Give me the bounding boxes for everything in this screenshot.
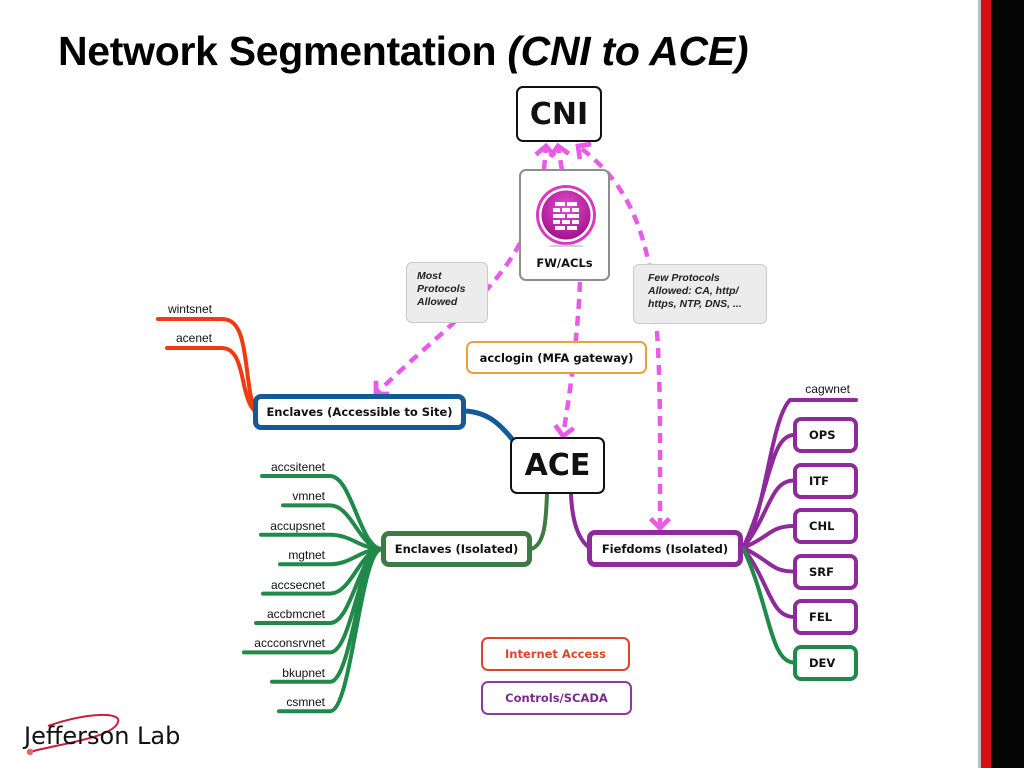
isolated-leaf-lines <box>242 474 384 714</box>
ace-label: ACE <box>524 448 591 483</box>
line-acenet <box>165 346 258 414</box>
fiefdoms-label: Fiefdoms (Isolated) <box>601 541 729 556</box>
fiefdom-box-dev[interactable]: DEV <box>793 644 858 681</box>
note-most-protocols: Most Protocols Allowed <box>406 262 488 323</box>
leaf-accconsrvnet: accconsrvnet <box>254 636 325 651</box>
firewall-node[interactable]: FW/ACLs <box>519 169 610 281</box>
leaf-accsitenet: accsitenet <box>270 460 325 474</box>
legend-internet-access: Internet Access <box>481 637 630 671</box>
enclaves-site-label: Enclaves (Accessible to Site) <box>266 405 453 419</box>
logo-text: Jefferson Lab <box>24 722 181 750</box>
enclaves-isolated-label: Enclaves (Isolated) <box>394 542 519 556</box>
line-csmnet <box>277 547 384 714</box>
line-fiefdom-chl <box>741 524 796 550</box>
fiefdom-lines <box>741 398 858 665</box>
leaf-mgtnet: mgtnet <box>288 548 325 563</box>
arrow-fw-to-site <box>373 241 522 397</box>
legend-controls-label: Controls/SCADA <box>505 691 608 705</box>
enclaves-isolated-node[interactable]: Enclaves (Isolated) <box>381 531 532 567</box>
leaf-accsecnet: accsecnet <box>270 577 325 592</box>
line-fiefdom-fel <box>741 546 796 619</box>
acclogin-node[interactable]: acclogin (MFA gateway) <box>466 341 647 374</box>
arrow-fw-to-cni-left <box>534 142 557 171</box>
line-fiefdom-itf <box>741 478 796 550</box>
arrow-right-to-cni <box>575 141 672 532</box>
fiefdom-box-fel[interactable]: FEL <box>793 599 858 635</box>
line-fiefdom-dev <box>741 546 796 665</box>
slide-title: Network Segmentation (CNI to ACE) <box>58 28 748 75</box>
line-isolated-to-ace <box>530 493 549 551</box>
ace-node[interactable]: ACE <box>510 437 605 494</box>
fiefdom-box-chl[interactable]: CHL <box>793 508 858 544</box>
firewall-label: FW/ACLs <box>536 256 593 270</box>
title-italic: (CNI to ACE) <box>507 28 749 74</box>
line-fiefdom-ops <box>741 433 796 550</box>
leaf-acenet: acenet <box>175 331 212 345</box>
fiefdom-box-label: CHL <box>809 519 835 533</box>
leaf-vmnet: vmnet <box>292 489 325 504</box>
leaf-bkupnet: bkupnet <box>282 665 325 680</box>
enclaves-site-node[interactable]: Enclaves (Accessible to Site) <box>253 394 466 430</box>
cni-node[interactable]: CNI <box>516 86 602 142</box>
line-fiefdom-srf <box>741 546 796 574</box>
note-few-protocols: Few Protocols Allowed: CA, http/ https, … <box>633 264 767 324</box>
acclogin-label: acclogin (MFA gateway) <box>479 350 634 365</box>
fiefdom-box-label: SRF <box>809 564 834 579</box>
legend-internet-label: Internet Access <box>505 647 606 661</box>
leaf-accupsnet: accupsnet <box>270 518 325 533</box>
leaf-wintsnet: wintsnet <box>167 302 212 316</box>
fiefdom-box-srf[interactable]: SRF <box>793 553 858 590</box>
fiefdoms-node[interactable]: Fiefdoms (Isolated) <box>587 530 743 567</box>
firewall-icon <box>536 185 596 247</box>
arrow-fw-to-cni-center <box>548 142 571 171</box>
fiefdom-box-ops[interactable]: OPS <box>793 417 858 453</box>
logo-swoosh-icon <box>26 714 120 756</box>
leaf-cagwnet: cagwnet <box>805 382 850 396</box>
edge-black-band <box>991 0 1024 768</box>
fiefdom-box-label: OPS <box>809 428 836 442</box>
edge-red-stripe <box>981 0 991 768</box>
legend-controls-scada: Controls/SCADA <box>481 681 632 715</box>
fiefdom-box-label: ITF <box>809 473 829 488</box>
edge-shadow <box>978 0 981 768</box>
fiefdom-box-label: FEL <box>809 610 833 624</box>
line-wintsnet <box>156 317 258 414</box>
leaf-accbmcnet: accbmcnet <box>266 607 325 621</box>
jefferson-lab-logo: Jefferson Lab <box>18 708 208 758</box>
fiefdom-box-label: DEV <box>809 655 836 670</box>
fiefdom-box-itf[interactable]: ITF <box>793 462 858 499</box>
cni-label: CNI <box>529 96 589 132</box>
line-site-to-ace <box>465 408 515 442</box>
site-leaf-lines <box>156 317 258 414</box>
title-main: Network Segmentation <box>58 28 508 74</box>
leaf-csmnet: csmnet <box>286 695 325 710</box>
